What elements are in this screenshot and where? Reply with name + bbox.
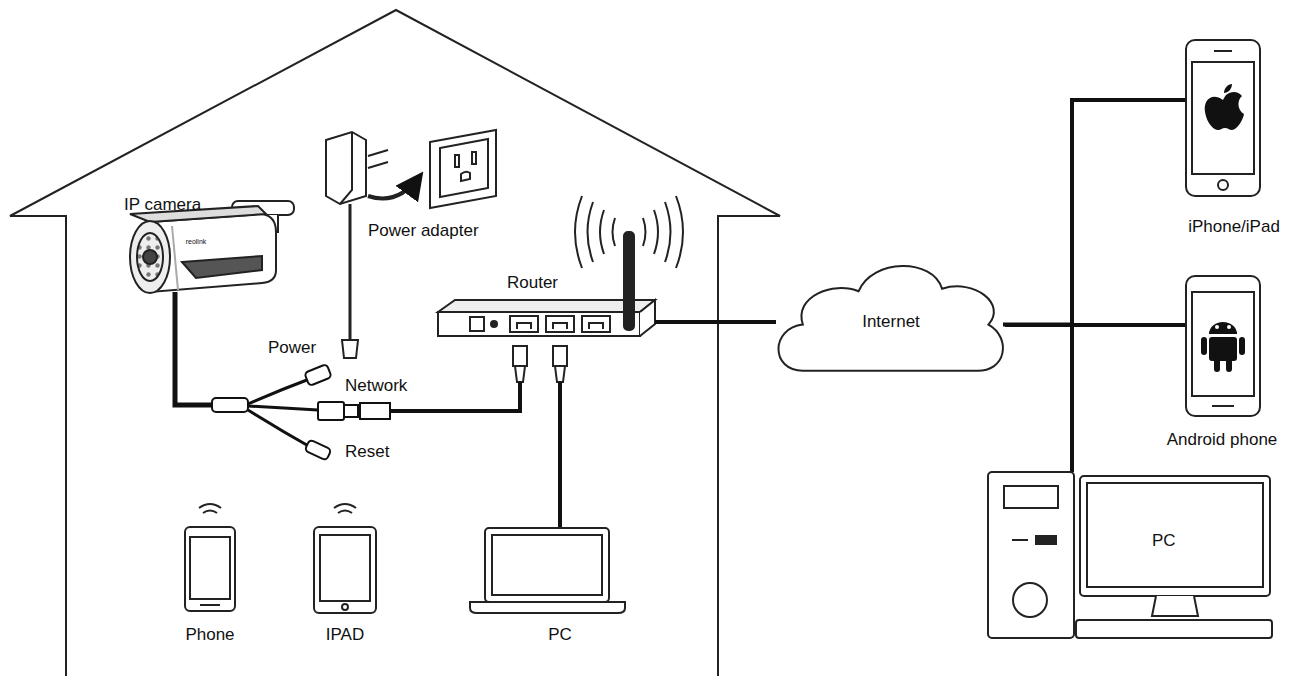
pc-computer: PC bbox=[986, 470, 1274, 642]
part-label: IP camera bbox=[124, 196, 201, 215]
iphone-icon bbox=[1186, 40, 1260, 196]
ipad-icon bbox=[314, 504, 376, 613]
device-label: IPAD bbox=[326, 626, 364, 645]
cable-label: Reset bbox=[345, 443, 389, 462]
device-label: Android phone bbox=[1167, 431, 1278, 450]
brand-mark: reolink bbox=[186, 238, 207, 246]
house-outline bbox=[10, 10, 780, 676]
pc-computer-outline bbox=[986, 470, 1274, 642]
node-text: Internet bbox=[862, 313, 920, 332]
device-label: iPhone/iPad bbox=[1188, 218, 1280, 237]
device-label: Phone bbox=[185, 626, 234, 645]
part-label: Power adapter bbox=[368, 222, 479, 241]
part-label: Router bbox=[507, 274, 558, 293]
device-label: PC bbox=[548, 626, 572, 645]
internet-cloud: Internet bbox=[775, 258, 1007, 386]
node-text: PC bbox=[1152, 531, 1176, 550]
phone-icon bbox=[185, 504, 235, 611]
ethernet-cables bbox=[390, 100, 1186, 528]
cable-label: Network bbox=[345, 377, 407, 396]
laptop-icon bbox=[470, 528, 625, 613]
android-phone-icon bbox=[1186, 276, 1260, 416]
ip-camera bbox=[130, 201, 294, 293]
network-link bbox=[1003, 325, 1072, 472]
cable-label: Power bbox=[268, 339, 316, 358]
power-adapter bbox=[326, 132, 420, 358]
wall-outlet bbox=[430, 130, 496, 208]
